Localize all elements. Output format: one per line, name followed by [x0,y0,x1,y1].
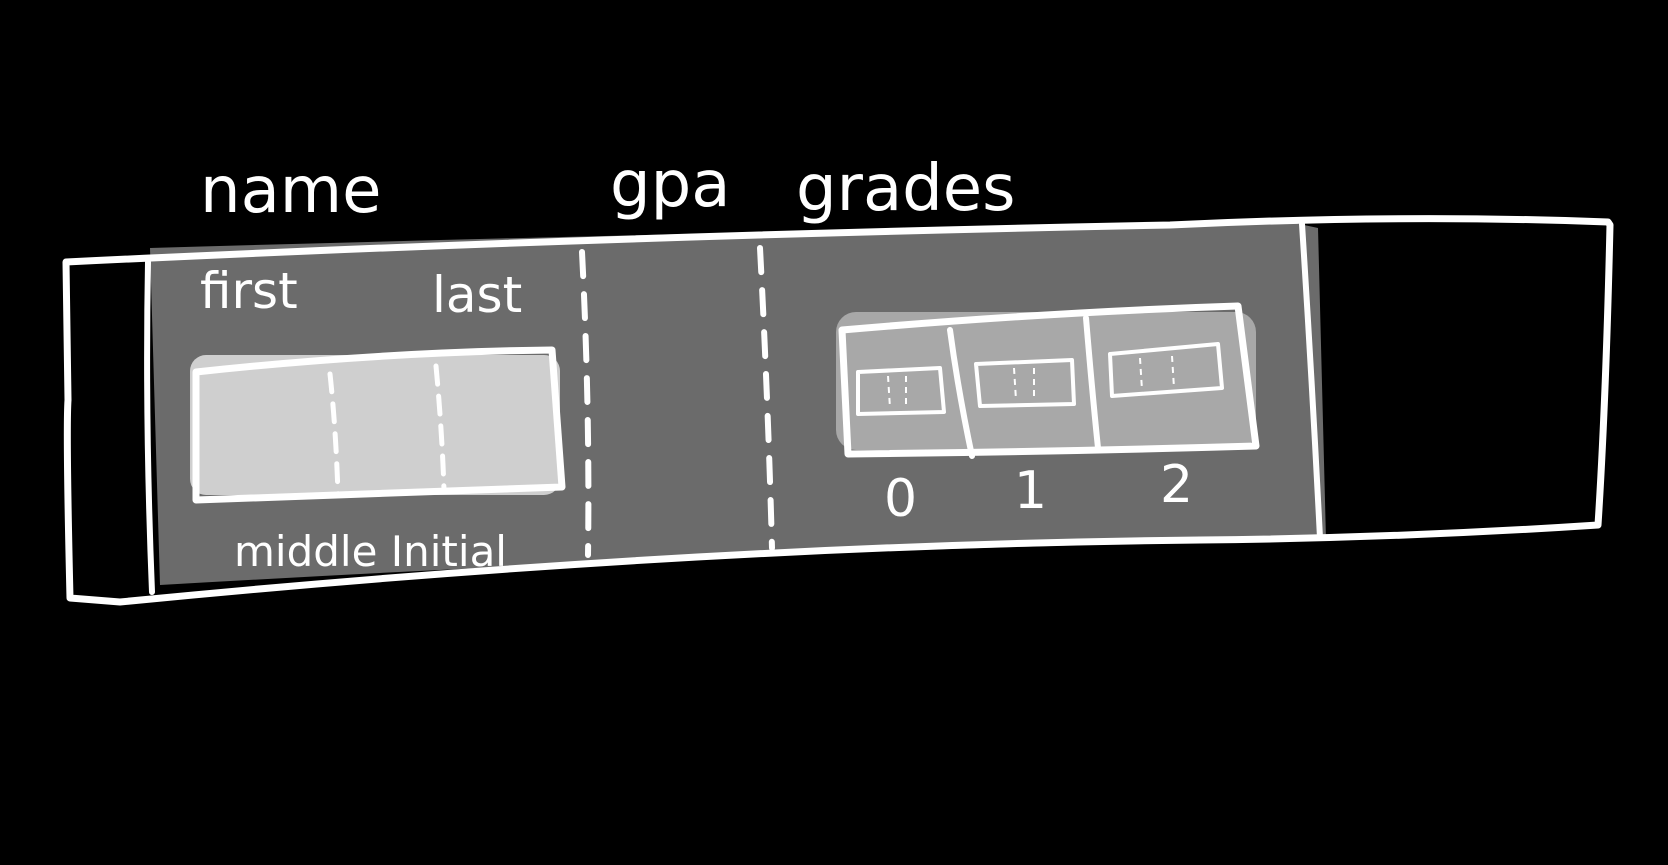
header-name: name [200,154,382,228]
grade-index-2: 2 [1160,455,1193,515]
label-first: first [200,262,298,320]
label-last: last [432,266,522,324]
name-block-fill [190,355,560,495]
grades-block-outline [838,302,1260,458]
name-divider-1 [327,371,341,498]
grade-index-0: 0 [884,469,917,529]
grades-divider-1 [947,327,975,459]
struct-start-line [144,259,155,595]
grade-cell-0 [856,366,946,416]
header-gpa: gpa [610,148,730,222]
name-block-outline [192,346,566,504]
struct-end-line [1299,221,1323,541]
grades-divider-2 [1083,315,1101,451]
separator-gpa-grades [757,245,775,551]
grade-cell-2 [1108,342,1224,398]
header-grades: grades [796,152,1016,226]
label-middle-initial: middle Initial [234,527,507,576]
grade-cell-2-byte-dividers [1139,355,1175,391]
grade-cell-1 [974,358,1076,408]
grade-cell-1-byte-dividers [1013,367,1035,401]
grades-block-fill [836,312,1256,450]
grade-cell-0-byte-dividers [887,375,907,409]
memory-block-outline [62,215,1614,606]
separator-name-gpa [579,249,592,558]
name-divider-2 [433,363,447,493]
grade-index-1: 1 [1014,461,1047,521]
